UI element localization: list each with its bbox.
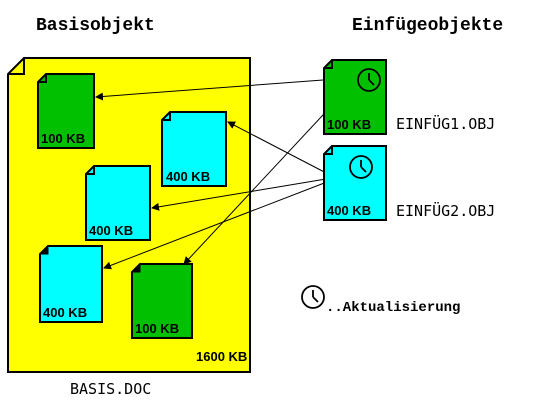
- heading-embedded-objects: Einfügeobjekte: [352, 16, 503, 36]
- source-size-label: 100 KB: [327, 117, 371, 132]
- legend-label: ..Aktualisierung: [326, 300, 460, 316]
- base-filename: BASIS.DOC: [70, 380, 151, 398]
- link-arrow: [183, 85, 351, 265]
- embedded-size-label: 100 KB: [135, 321, 179, 336]
- clock-icon: [357, 68, 381, 92]
- embedded-object: 100 KB: [37, 73, 95, 149]
- embedded-size-label: 400 KB: [43, 305, 87, 320]
- embedded-object: 400 KB: [85, 165, 151, 241]
- clock-icon: [349, 155, 373, 179]
- source-size-label: 400 KB: [327, 203, 371, 218]
- base-size-label: 1600 KB: [196, 349, 247, 364]
- embedded-object: 400 KB: [38, 244, 103, 323]
- heading-base-object: Basisobjekt: [36, 16, 155, 36]
- link-arrow: [227, 121, 333, 177]
- link-arrow: [151, 177, 333, 211]
- legend: ..Aktualisierung: [301, 285, 460, 316]
- source-filename: EINFÜG1.OBJ: [396, 114, 495, 133]
- clock-icon: [301, 285, 325, 309]
- embedded-size-label: 400 KB: [166, 169, 210, 184]
- link-arrow: [95, 77, 351, 101]
- source-object: 400 KB: [323, 145, 387, 221]
- link-arrow: [103, 179, 333, 270]
- embedded-object: 100 KB: [130, 262, 193, 339]
- source-filename: EINFÜG2.OBJ: [396, 201, 495, 220]
- embedded-object: 400 KB: [161, 111, 227, 187]
- embedded-size-label: 100 KB: [41, 131, 85, 146]
- source-object: 100 KB: [323, 59, 387, 135]
- link-arrows: [95, 77, 351, 270]
- embedded-size-label: 400 KB: [89, 223, 133, 238]
